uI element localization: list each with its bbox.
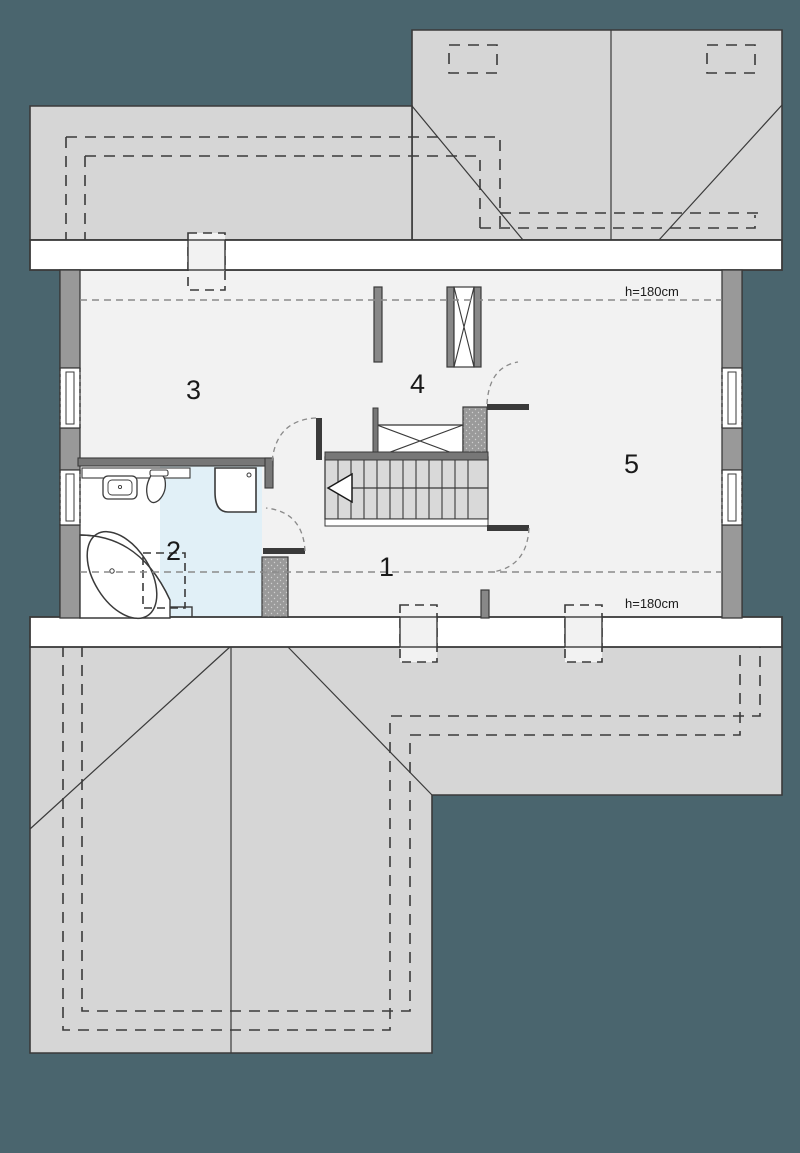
roof-window-2	[706, 44, 756, 74]
bathroom-fixtures	[79, 467, 257, 620]
window-west-2[interactable]	[59, 469, 81, 526]
toilet-icon	[146, 469, 169, 504]
wardrobe-north	[453, 286, 475, 368]
pier-east-2	[721, 427, 743, 471]
dormer-south-1[interactable]	[399, 604, 438, 663]
partition-2	[446, 286, 455, 368]
dashed-eave-south-inner	[81, 646, 741, 1012]
pier-west-3	[59, 524, 81, 619]
wall-windows[interactable]	[59, 367, 743, 526]
door-room-4[interactable]	[486, 361, 529, 410]
partition-3	[473, 286, 482, 368]
door-room-3[interactable]	[271, 417, 322, 463]
exterior-wall-north	[29, 239, 783, 271]
dormer-boxes[interactable]	[187, 232, 603, 663]
dashed-eave-nw-outer	[66, 136, 501, 228]
window-west-1[interactable]	[59, 367, 81, 429]
dormer-north-1[interactable]	[187, 232, 226, 291]
pier-east-3	[721, 524, 743, 619]
dashed-eave-south-outer	[62, 646, 761, 1031]
dashed-eave-nw-inner	[85, 155, 481, 228]
roof-hip-line-nw	[411, 105, 524, 241]
shower-tray-icon	[214, 467, 257, 513]
stair-direction-arrow-icon	[326, 472, 353, 504]
roof-plane-north-east	[411, 29, 783, 241]
stair-head-band	[324, 451, 489, 461]
partition-4	[480, 589, 490, 619]
pier-west-1	[59, 269, 81, 369]
pier-bathroom-door	[261, 556, 289, 618]
partition-room3-bath	[77, 457, 274, 489]
staircase[interactable]	[324, 406, 489, 527]
bathtub-icon	[79, 530, 171, 620]
roof-hip-line-se	[286, 645, 433, 796]
partition-1	[373, 286, 383, 363]
pier-west-2	[59, 427, 81, 471]
dormer-south-2[interactable]	[564, 604, 603, 663]
roof-hip-line-ne	[658, 104, 783, 241]
doors[interactable]	[263, 361, 530, 573]
bathtub-dashed-outline	[142, 552, 186, 609]
wall-piers	[59, 269, 743, 619]
door-room-5[interactable]	[487, 525, 530, 573]
window-east-1[interactable]	[721, 367, 743, 429]
pier-east-1	[721, 269, 743, 369]
roof-plane-south	[29, 645, 783, 1054]
dashed-eave-ne-inner	[480, 215, 756, 229]
roof-dashed-outlines	[62, 44, 761, 1031]
washbasin-icon	[102, 475, 138, 500]
stair-bottom-nosing	[324, 518, 489, 527]
window-east-2[interactable]	[721, 469, 743, 526]
roof-plane-north-west	[29, 105, 413, 241]
door-room-2[interactable]	[263, 507, 306, 554]
bathroom-counter	[81, 467, 191, 479]
roof-window-1	[448, 44, 498, 74]
